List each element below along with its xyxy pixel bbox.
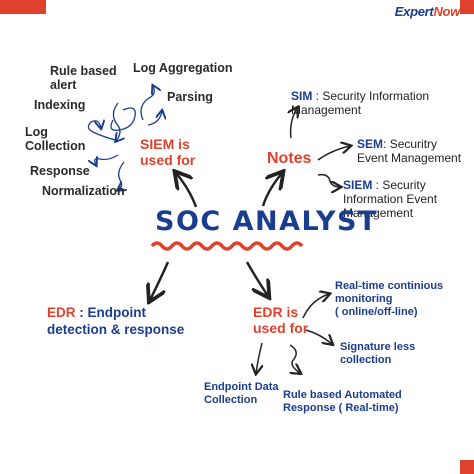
arrow-to-siem	[176, 173, 198, 208]
edr-left-sep: :	[75, 305, 88, 320]
arrow-to-notes	[261, 173, 282, 207]
edr-item-endpoint: Endpoint Data Collection	[204, 381, 279, 407]
siem-item-rule-based: Rule based alert	[50, 64, 117, 92]
brand-name-main: Expert	[394, 4, 434, 19]
squiggle-normalization	[118, 161, 124, 190]
arrow-sem	[317, 146, 350, 161]
brand-name-accent: Now	[433, 4, 460, 19]
edr-item-signature-line1: Signature less	[340, 341, 416, 353]
brand-logo: ExpertNow	[394, 4, 461, 19]
edr-heading: EDR is used for	[253, 304, 308, 336]
arrow-siem2	[317, 173, 340, 187]
edr-heading-line1: EDR is	[253, 304, 299, 320]
notes-heading: Notes	[267, 150, 312, 167]
notes-siem: SIEM : Security Information Event Manage…	[343, 178, 437, 220]
siem-item-response: Response	[30, 164, 90, 178]
squiggle-response	[95, 154, 119, 165]
arrow-endpoint	[256, 342, 262, 373]
arrow-to-edr-right	[245, 261, 268, 296]
edr-heading-line2: used for	[253, 320, 309, 336]
top-right-banner	[460, 0, 474, 14]
siem-item-indexing: Indexing	[34, 98, 86, 112]
siem-heading: SIEM is used for	[140, 136, 195, 168]
notes-sem-line2: Event Management	[357, 151, 462, 165]
notes-sim-abbr: SIM	[291, 89, 313, 103]
arrow-to-edr-left	[150, 261, 170, 300]
notes-siem-line2: Information Event	[343, 192, 438, 206]
siem-item-rule-line2: alert	[50, 78, 77, 92]
notes-siem-abbr: SIEM	[343, 178, 373, 192]
arrow-signature	[305, 329, 332, 344]
edr-item-rule-based: Rule based Automated Response ( Real-tim…	[283, 389, 402, 415]
notes-sim-line1: Security Information	[322, 89, 430, 103]
siem-item-parsing: Parsing	[167, 90, 213, 104]
notes-sim-line2: Management	[291, 103, 362, 117]
notes-sim-sep: :	[312, 89, 323, 103]
notes-sem-sep: :	[383, 137, 390, 151]
siem-heading-line2: used for	[140, 152, 196, 168]
siem-item-logcol-line2: Collection	[25, 139, 86, 153]
edr-item-endpoint-line1: Endpoint Data	[204, 381, 279, 393]
edr-left-line1: Endpoint	[87, 305, 146, 320]
arrow-rulebased	[290, 344, 300, 373]
edr-item-signature: Signature less collection	[340, 341, 415, 367]
edr-item-realtime-line2: monitoring	[335, 293, 393, 305]
arrow-realtime	[302, 294, 329, 319]
notes-sem-abbr: SEM	[357, 137, 384, 151]
edr-definition: EDR : Endpoint detection & response	[47, 304, 184, 338]
edr-item-rule-based-line1: Rule based Automated	[283, 389, 402, 401]
notes-sem-line1: Securitry	[389, 137, 438, 151]
notes-siem-line3: Management	[343, 206, 414, 220]
squiggle-indexing	[110, 107, 136, 131]
wavy-underline	[150, 241, 304, 251]
notes-sim: SIM : Security Information Management	[291, 89, 429, 117]
arrow-sim	[291, 108, 297, 139]
bottom-right-corner	[460, 460, 474, 474]
edr-item-endpoint-line2: Collection	[204, 394, 258, 406]
edr-item-signature-line2: collection	[340, 354, 392, 366]
center-title: SOC ANALYST	[155, 206, 378, 237]
edr-item-rule-based-line2: Response ( Real-time)	[283, 402, 399, 414]
edr-left-line2: detection & response	[47, 322, 185, 337]
edr-item-realtime-line3: ( online/off-line)	[335, 306, 418, 318]
top-left-banner	[0, 0, 46, 14]
siem-item-log-collection: Log Collection	[25, 125, 85, 153]
edr-item-realtime: Real-time continious monitoring ( online…	[335, 280, 443, 319]
squiggle-logcol	[87, 121, 116, 141]
siem-item-log-aggregation: Log Aggregation	[133, 61, 233, 75]
squiggle-parsing	[147, 111, 162, 126]
notes-sem: SEM: Securitry Event Management	[357, 137, 461, 165]
edr-left-abbr: EDR	[47, 305, 76, 320]
notes-siem-line1: Security	[382, 178, 426, 192]
squiggle-rule	[112, 102, 120, 141]
siem-item-normalization: Normalization	[42, 184, 125, 198]
siem-item-logcol-line1: Log	[25, 125, 48, 139]
squiggle-logagg	[140, 86, 154, 121]
siem-item-rule-line1: Rule based	[50, 64, 117, 78]
notes-siem-sep: :	[372, 178, 383, 192]
siem-heading-line1: SIEM is	[140, 136, 190, 152]
edr-item-realtime-line1: Real-time continious	[335, 280, 444, 292]
